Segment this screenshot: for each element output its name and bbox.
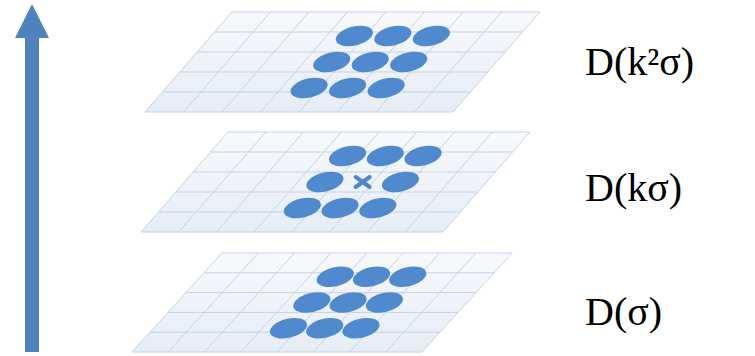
grid-line (193, 172, 495, 173)
sample-ellipse (364, 289, 405, 317)
sample-ellipse (387, 263, 428, 291)
scale-label: D(k²σ) (585, 42, 694, 82)
scale-plane (145, 12, 540, 112)
sample-ellipse (327, 74, 368, 102)
sample-ellipse (402, 142, 443, 170)
grid-line (405, 132, 492, 232)
sample-ellipse (319, 194, 360, 222)
grid-line (415, 12, 502, 112)
grid-line (168, 253, 258, 352)
plane-surface (132, 253, 512, 352)
center-cross (356, 177, 370, 187)
sample-ellipse (291, 289, 332, 317)
sample-ellipse (349, 48, 390, 76)
sample-ellipse (315, 263, 356, 291)
scale-label: D(kσ) (585, 168, 682, 208)
sample-ellipse (304, 314, 345, 342)
sample-ellipse (340, 314, 381, 342)
sample-ellipse (282, 194, 323, 222)
grid-line (176, 192, 478, 193)
grid-line (186, 292, 476, 293)
sample-ellipse (268, 314, 309, 342)
sample-ellipse (334, 22, 375, 50)
sample-ellipse (327, 289, 368, 317)
sample-ellipse (351, 263, 392, 291)
scale-plane (141, 132, 530, 232)
sample-ellipse (357, 194, 398, 222)
grid-line (197, 52, 505, 53)
sample-ellipse (288, 74, 329, 102)
sample-ellipse (365, 74, 406, 102)
grid-line (184, 12, 271, 112)
sample-ellipse (304, 168, 345, 196)
sample-ellipse (327, 142, 368, 170)
grid-line (179, 132, 266, 232)
sample-ellipse (380, 168, 421, 196)
scale-plane (132, 253, 512, 352)
scale-label: D(σ) (585, 292, 662, 332)
sample-ellipse (411, 22, 452, 50)
sample-ellipse (365, 142, 406, 170)
sample-ellipse (311, 48, 352, 76)
plane-surface (145, 12, 540, 112)
sample-ellipse (372, 22, 413, 50)
grid-line (168, 312, 458, 313)
grid-line (180, 72, 488, 73)
scale-arrow (15, 4, 49, 352)
sample-ellipse (388, 48, 429, 76)
plane-surface (141, 132, 530, 232)
